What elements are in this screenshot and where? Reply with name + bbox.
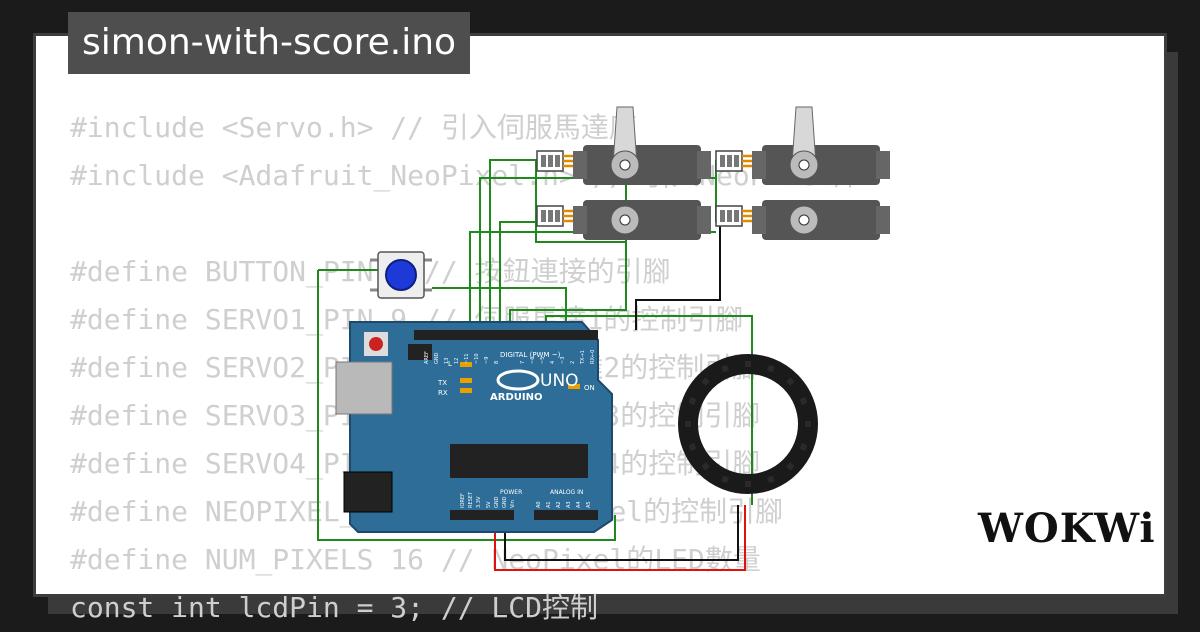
top-pin-label: 13	[444, 358, 450, 364]
neopixel-ring	[678, 354, 818, 494]
neopixel-led	[799, 397, 808, 405]
bottom-pin-label: 3.3V	[476, 496, 482, 508]
bottom-pin-label: RESET	[468, 491, 474, 508]
top-pin-label: 8	[494, 361, 500, 364]
digital-label: DIGITAL (PWM ~)	[500, 351, 561, 359]
servo-2	[715, 106, 890, 185]
top-pin-label: ~9	[484, 357, 490, 364]
bottom-pin-label: A4	[576, 501, 582, 508]
wire-servo-signal-a	[509, 160, 627, 330]
wire-servo-bus-4	[499, 221, 537, 330]
wokwi-logo: WOKWi	[977, 505, 1156, 552]
neopixel-led	[767, 364, 775, 373]
neopixel-led	[701, 462, 710, 471]
led-l-label: L	[448, 360, 452, 368]
top-pin-label: 2	[570, 361, 576, 364]
neopixel-led	[786, 462, 795, 471]
neopixel-led	[805, 421, 811, 427]
neopixel-led	[688, 397, 697, 405]
top-pin-label: ~6	[530, 357, 536, 364]
bottom-pin-label: A1	[546, 501, 552, 508]
bottom-pin-labels: IOREF RESET 3.3V 5V GND GND Vin A0 A1 A2…	[460, 491, 592, 508]
top-pin-label: ~5	[540, 357, 546, 364]
bottom-pin-label: A3	[566, 501, 572, 508]
wire-5v-neopixel	[494, 505, 746, 571]
wire-servo-bus-3	[489, 159, 537, 330]
led-rx-label: RX	[438, 389, 448, 397]
code-line-1: #include <Servo.h> // 引入伺服馬達庫	[70, 111, 637, 144]
top-pin-label: 12	[454, 358, 460, 364]
wires-black	[504, 210, 739, 561]
neopixel-led	[721, 364, 729, 373]
bottom-pin-label: A0	[536, 501, 542, 508]
wire-servo-gnd	[635, 210, 721, 330]
arduino-uno-board: DIGITAL (PWM ~) L TX RX ON UNO ARDUINO P…	[335, 321, 613, 533]
top-pin-label: ~10	[474, 353, 480, 364]
neopixel-led	[799, 443, 808, 451]
neopixel-led	[745, 361, 751, 367]
neopixel-led	[688, 443, 697, 451]
code-line-11: const int lcdPin = 3; // LCD控制	[70, 591, 599, 624]
neopixel-led	[786, 377, 795, 386]
analog-label: ANALOG IN	[550, 489, 583, 496]
bottom-pin-label: GND	[494, 496, 500, 508]
wire-gnd-neopixel	[504, 505, 739, 561]
bottom-pin-label: Vin	[510, 500, 516, 508]
wires-red	[494, 505, 746, 571]
board-model: UNO	[540, 371, 579, 391]
servo-1	[536, 106, 711, 185]
wire-gnd	[317, 270, 616, 541]
top-pin-label: GND	[434, 352, 440, 364]
project-title: simon-with-score.ino	[68, 12, 471, 74]
board-brand: ARDUINO	[490, 392, 542, 403]
neopixel-leds	[685, 361, 811, 487]
servo-3	[536, 200, 711, 240]
top-pin-label: 7	[520, 361, 526, 364]
neopixel-led	[767, 475, 775, 484]
neopixel-led	[721, 475, 729, 484]
bottom-pin-label: IOREF	[460, 493, 466, 508]
neopixel-led	[745, 481, 751, 487]
bottom-pin-label: A2	[556, 501, 562, 508]
bottom-pin-label: A5	[586, 501, 592, 508]
logo-text: WOKWi	[977, 505, 1156, 552]
led-on-label: ON	[584, 384, 595, 392]
servo-4	[715, 200, 890, 240]
pushbutton[interactable]	[370, 251, 432, 299]
bottom-pin-label: 5V	[486, 501, 492, 508]
top-pin-label: AREF	[424, 351, 430, 364]
top-pin-label: RX←0	[590, 350, 596, 364]
led-tx-label: TX	[437, 379, 447, 387]
top-pin-label: ~11	[464, 353, 470, 364]
top-pin-labels: AREF GND 13 12 ~11 ~10 ~9 8 7 ~6 ~5 4 ~3…	[424, 350, 596, 365]
neopixel-led	[685, 421, 691, 427]
neopixel-led	[701, 377, 710, 386]
top-pin-label: ~3	[560, 357, 566, 364]
power-label: POWER	[500, 489, 522, 496]
wires-green	[317, 159, 753, 541]
bottom-pin-label: GND	[502, 496, 508, 508]
top-pin-label: TX→1	[580, 350, 586, 365]
top-pin-label: 4	[550, 361, 556, 364]
